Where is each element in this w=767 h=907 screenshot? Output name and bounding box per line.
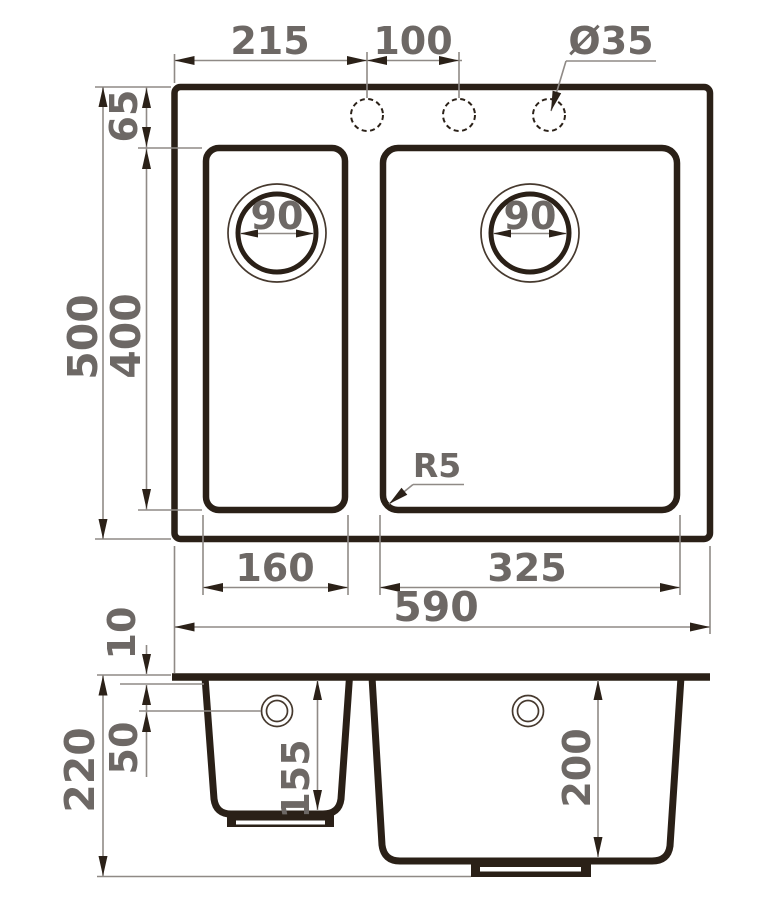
arrowhead — [313, 680, 322, 700]
dim-hole-diameter-label: Ø35 — [568, 19, 653, 63]
arrowhead — [690, 622, 710, 632]
dim-10-label: 10 — [100, 607, 144, 660]
arrowhead — [328, 583, 348, 592]
arrowhead — [439, 56, 459, 65]
left-bowl-outline — [202, 144, 349, 514]
arrowhead — [549, 229, 567, 238]
arrowhead — [660, 583, 680, 592]
sink-outline — [171, 83, 714, 543]
arrowhead — [142, 149, 151, 169]
faucet-hole-3 — [532, 98, 566, 132]
dim-215-label: 215 — [230, 19, 309, 63]
arrowhead — [142, 88, 151, 108]
dim-590-label: 590 — [393, 583, 479, 631]
dim-325-label: 325 — [487, 546, 566, 590]
left-overflow-hole — [260, 694, 294, 728]
arrowhead — [98, 675, 108, 696]
arrowhead — [367, 56, 387, 65]
right-drain-flange — [480, 183, 580, 283]
left-drain-slot — [236, 820, 325, 825]
section-right-bowl — [368, 676, 685, 865]
left-overflow-hole-inner — [265, 699, 289, 723]
right-drain-hole — [488, 191, 572, 275]
arrowhead — [142, 712, 151, 732]
arrowhead — [142, 127, 151, 147]
dim-right-drain-label: 90 — [504, 194, 557, 238]
arrowhead — [98, 519, 108, 539]
arrowhead — [174, 56, 195, 65]
dim-220-label: 220 — [56, 727, 104, 813]
section-left-bowl — [201, 676, 353, 818]
right-bowl-outline — [379, 144, 681, 514]
arrowhead — [551, 90, 562, 111]
dim-155-label: 155 — [274, 739, 318, 818]
arrowhead — [313, 790, 322, 810]
arrowhead — [347, 56, 367, 65]
right-drain-slot — [480, 867, 581, 872]
arrowhead — [142, 685, 151, 705]
dim-400-label: 400 — [102, 293, 150, 379]
arrowhead — [593, 837, 603, 857]
dim-160-label: 160 — [235, 546, 314, 590]
arrowhead — [593, 680, 603, 700]
dim-65-label: 65 — [102, 90, 146, 143]
arrowhead — [296, 229, 314, 238]
right-overflow-hole-inner — [516, 699, 540, 723]
arrowhead — [98, 856, 108, 876]
dim-100-label: 100 — [373, 19, 452, 63]
right-overflow-hole — [511, 694, 545, 728]
left-drain-hole — [235, 191, 319, 275]
arrowhead — [142, 654, 151, 674]
faucet-hole-2 — [442, 98, 476, 132]
dim-left-drain-label: 90 — [251, 194, 304, 238]
arrowhead — [174, 622, 195, 632]
arrowhead — [240, 229, 258, 238]
faucet-hole-1 — [350, 98, 384, 132]
dim-500-label: 500 — [59, 294, 107, 380]
dim-50-label: 50 — [102, 722, 146, 775]
arrowhead — [142, 489, 151, 509]
arrowhead — [493, 229, 511, 238]
arrowhead — [380, 583, 400, 592]
dim-200-label: 200 — [555, 728, 599, 807]
arrowhead — [389, 487, 408, 504]
dim-corner-radius-label: R5 — [413, 446, 461, 485]
left-drain-flange — [227, 183, 327, 283]
arrowhead — [98, 87, 108, 107]
arrowhead — [203, 583, 223, 592]
